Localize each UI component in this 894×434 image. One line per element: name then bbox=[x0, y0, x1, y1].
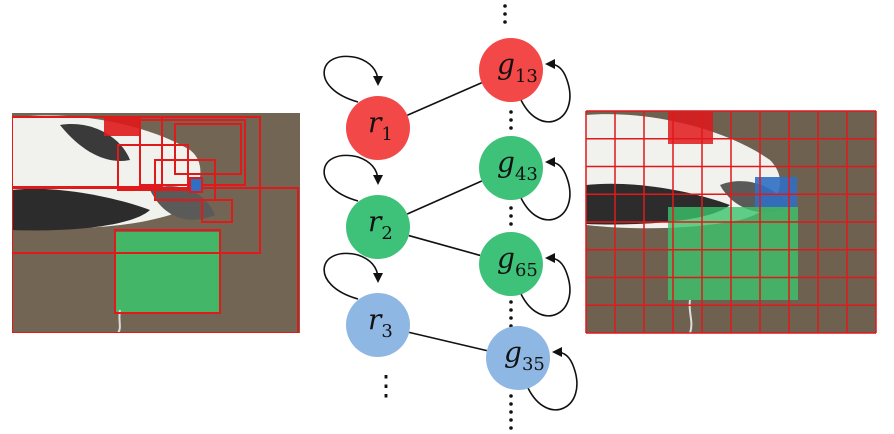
self-loop-r3 bbox=[323, 252, 383, 300]
self-loop-r2 bbox=[323, 154, 383, 202]
continuation-dot bbox=[503, 20, 507, 24]
node-label: r1 bbox=[368, 106, 393, 145]
node-g43: g43 bbox=[479, 136, 543, 200]
continuation-dot bbox=[509, 300, 513, 304]
continuation-dot bbox=[509, 126, 513, 130]
region-proposal-boxes bbox=[12, 116, 299, 333]
node-circle bbox=[346, 293, 410, 357]
node-label: r2 bbox=[368, 205, 393, 244]
continuation-dot bbox=[509, 222, 513, 226]
grid-lines bbox=[585, 110, 877, 334]
node-circle bbox=[479, 232, 543, 296]
continuation-dot bbox=[509, 410, 513, 414]
continuation-dot bbox=[509, 316, 513, 320]
node-g35: g35 bbox=[486, 326, 550, 390]
node-label: g13 bbox=[497, 48, 538, 87]
continuation-dot bbox=[503, 12, 507, 16]
node-label: g35 bbox=[504, 336, 545, 375]
continuation-dot bbox=[509, 110, 513, 114]
node-r3: r3 bbox=[346, 293, 410, 357]
continuation-dot bbox=[509, 118, 513, 122]
edge-r2-g65 bbox=[408, 234, 481, 257]
self-loop-g43 bbox=[520, 157, 571, 221]
edge-r1-g13 bbox=[407, 82, 482, 116]
continuation-dot bbox=[509, 206, 513, 210]
node-circle bbox=[346, 96, 410, 160]
node-g13: g13 bbox=[479, 38, 543, 102]
continuation-dot bbox=[503, 4, 507, 8]
graph: r1 r2 r3 g13 g43 g65 g35 ⋮ bbox=[323, 4, 578, 430]
node-label: g43 bbox=[497, 146, 538, 185]
node-circle bbox=[479, 136, 543, 200]
node-r2: r2 bbox=[346, 195, 410, 259]
continuation-dot bbox=[509, 308, 513, 312]
node-label: g65 bbox=[497, 242, 538, 281]
continuation-dot bbox=[509, 418, 513, 422]
node-r1: r1 bbox=[346, 96, 410, 160]
ellipsis: ⋮ bbox=[372, 369, 400, 402]
continuation-dot bbox=[509, 402, 513, 406]
node-g65: g65 bbox=[479, 232, 543, 296]
edge-r3-g35 bbox=[408, 331, 488, 352]
edge-r2-g43 bbox=[406, 180, 483, 215]
self-loop-g13 bbox=[520, 59, 571, 123]
node-circle bbox=[479, 38, 543, 102]
self-loop-r1 bbox=[323, 55, 383, 103]
continuation-dot bbox=[509, 214, 513, 218]
continuation-dot bbox=[509, 394, 513, 398]
continuation-dot bbox=[509, 426, 513, 430]
node-circle bbox=[346, 195, 410, 259]
node-label: r3 bbox=[368, 303, 393, 342]
self-loop-g35 bbox=[527, 347, 578, 411]
region-proposals-photo bbox=[12, 113, 300, 333]
node-circle bbox=[486, 326, 550, 390]
self-loop-g65 bbox=[520, 253, 571, 317]
